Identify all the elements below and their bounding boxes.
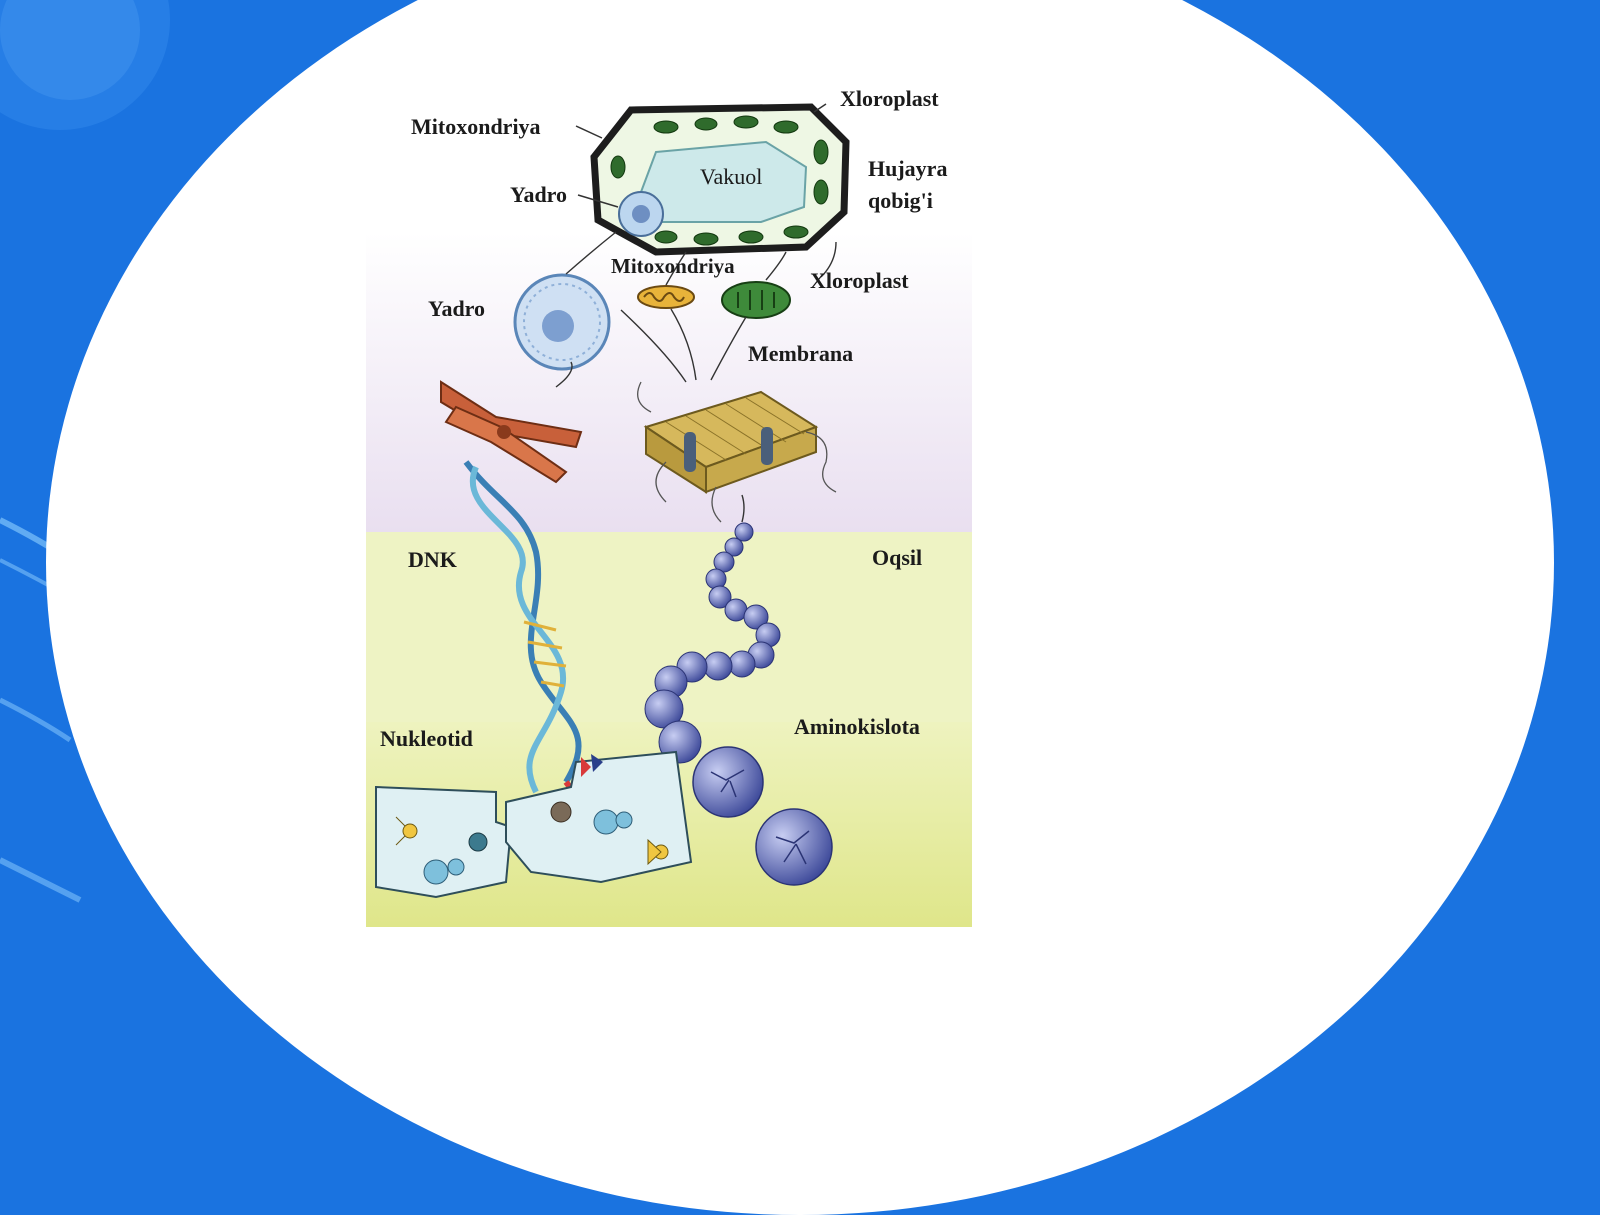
label-vakuol: Vakuol bbox=[700, 164, 763, 189]
amino-acid-sphere-icon bbox=[692, 746, 833, 886]
cell-hierarchy-diagram: Xloroplast Mitoxondriya Vakuol Hujayra q… bbox=[366, 82, 972, 927]
label-xloroplast-mid: Xloroplast bbox=[810, 268, 909, 293]
label-aminokislota: Aminokislota bbox=[794, 714, 920, 739]
label-xloroplast-top: Xloroplast bbox=[840, 86, 939, 111]
band-cell-level bbox=[366, 232, 972, 532]
nucleus-icon bbox=[513, 273, 611, 371]
chloroplast-icon bbox=[721, 281, 791, 319]
label-dnk: DNK bbox=[408, 547, 457, 572]
label-yadro-mid: Yadro bbox=[428, 296, 486, 321]
nucleotide-puzzle-icon bbox=[375, 750, 693, 899]
protein-chain-icon bbox=[644, 522, 781, 764]
label-hujayra: Hujayra bbox=[868, 156, 948, 181]
label-qobigi: qobig'i bbox=[868, 188, 933, 213]
label-oqsil: Oqsil bbox=[872, 545, 923, 570]
label-membrana: Membrana bbox=[748, 341, 854, 366]
membrane-icon bbox=[637, 381, 837, 523]
label-yadro-top: Yadro bbox=[510, 182, 568, 207]
label-mitoxondriya-mid: Mitoxondriya bbox=[611, 254, 735, 278]
label-nukleotid: Nukleotid bbox=[380, 726, 473, 751]
plant-cell-icon bbox=[590, 103, 850, 256]
chromosome-icon bbox=[440, 380, 583, 484]
mitochondrion-icon bbox=[637, 285, 695, 309]
label-mitoxondriya-top: Mitoxondriya bbox=[411, 114, 541, 139]
